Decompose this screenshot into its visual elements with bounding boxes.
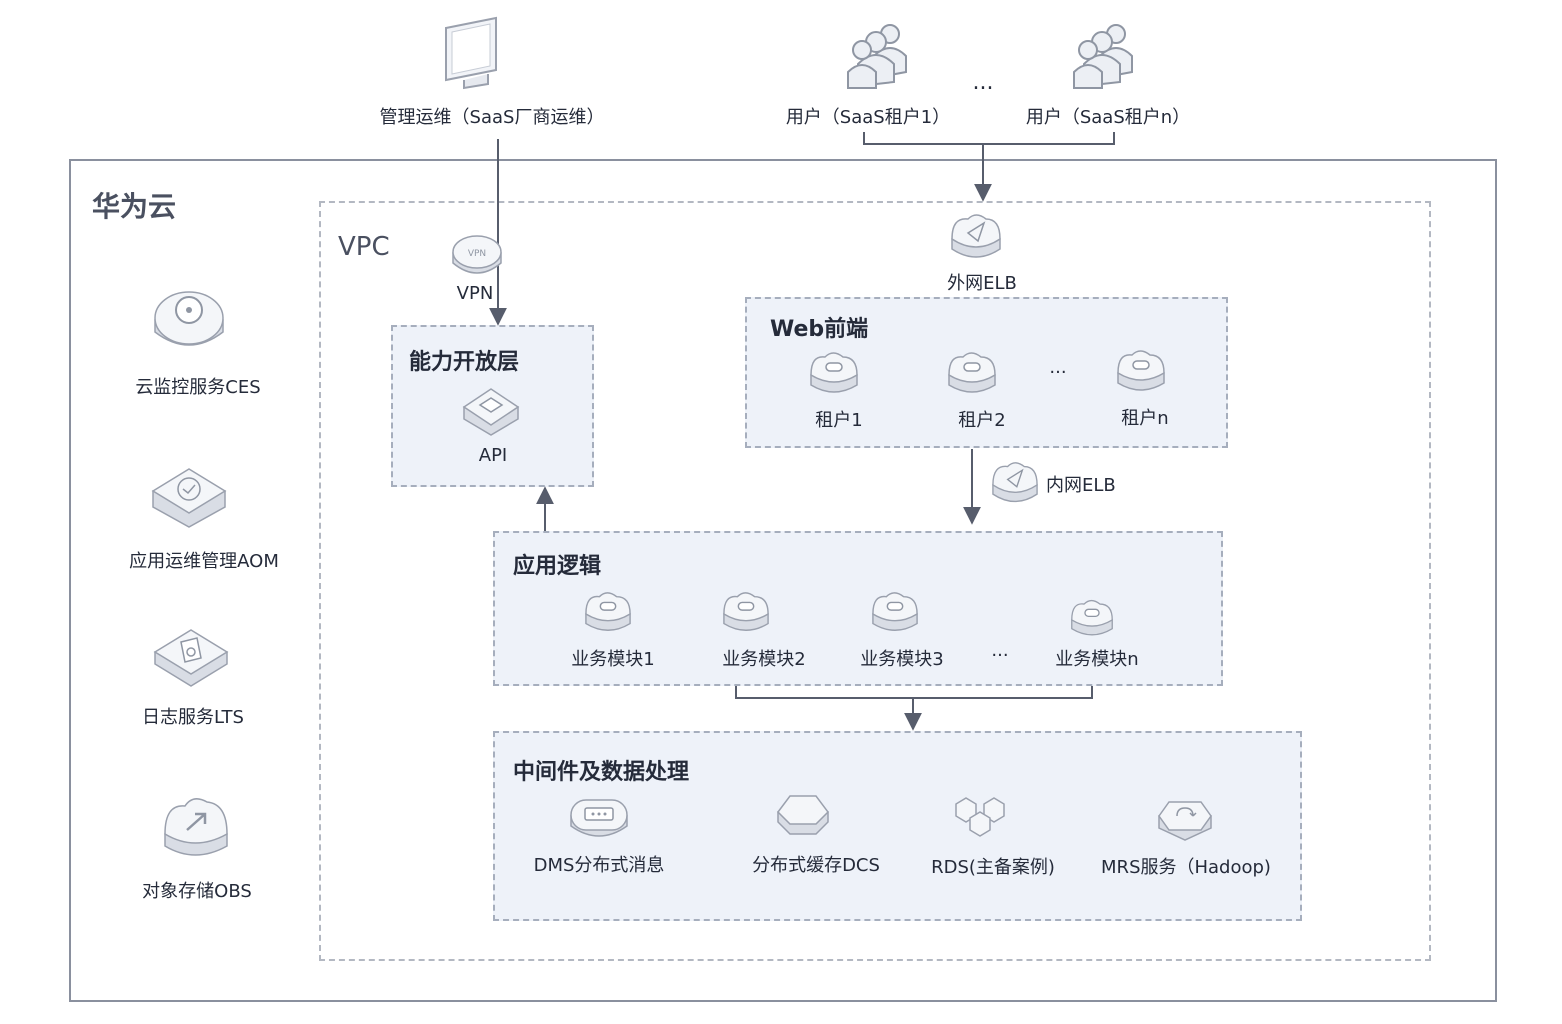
vpc-title: VPC bbox=[338, 232, 390, 262]
message-queue-icon bbox=[570, 799, 628, 837]
database-cluster-icon bbox=[955, 797, 1005, 837]
modulen-label: 业务模块n bbox=[1055, 649, 1139, 670]
lts-label: 日志服务LTS bbox=[142, 707, 244, 728]
ces-label: 云监控服务CES bbox=[135, 377, 261, 398]
users-icon bbox=[1073, 24, 1133, 89]
module2-label: 业务模块2 bbox=[722, 649, 806, 670]
server-icon bbox=[585, 592, 631, 631]
load-balancer-icon bbox=[992, 462, 1038, 503]
modules-ellipsis: ··· bbox=[991, 645, 1009, 666]
capability-layer-title: 能力开放层 bbox=[409, 350, 520, 375]
module3-label: 业务模块3 bbox=[860, 649, 944, 670]
rds-label: RDS(主备案例) bbox=[931, 857, 1055, 878]
api-gateway-icon bbox=[462, 388, 520, 436]
mrs-label: MRS服务（Hadoop) bbox=[1101, 857, 1271, 878]
load-balancer-icon bbox=[951, 214, 1001, 258]
vpc-boundary bbox=[319, 201, 1431, 961]
tenant1-label: 用户（SaaS租户1） bbox=[785, 107, 951, 128]
tenants-bracket bbox=[863, 132, 1115, 145]
server-icon bbox=[810, 352, 858, 393]
aom-label: 应用运维管理AOM bbox=[129, 551, 279, 572]
huawei-cloud-boundary bbox=[69, 159, 1497, 1002]
web-tenant2-label: 租户2 bbox=[958, 410, 1006, 431]
server-icon bbox=[1071, 599, 1113, 636]
svg-text:VPN: VPN bbox=[468, 249, 486, 259]
dms-label: DMS分布式消息 bbox=[533, 855, 665, 876]
internal-elb-label: 内网ELB bbox=[1046, 475, 1116, 496]
obs-label: 对象存储OBS bbox=[142, 881, 252, 902]
server-icon bbox=[1117, 350, 1165, 391]
server-icon bbox=[723, 592, 769, 631]
cache-icon bbox=[777, 795, 829, 835]
users-icon bbox=[847, 24, 907, 89]
monitor-icon bbox=[445, 16, 497, 90]
web-tenant1-label: 租户1 bbox=[815, 410, 863, 431]
app-logic-title: 应用逻辑 bbox=[513, 554, 602, 579]
users-ellipsis: ... bbox=[972, 70, 994, 95]
ops-label: 管理运维（SaaS厂商运维） bbox=[379, 107, 605, 128]
tenantn-label: 用户（SaaS租户n） bbox=[1025, 107, 1191, 128]
modules-bracket bbox=[735, 686, 1093, 699]
web-frontend-title: Web前端 bbox=[770, 317, 869, 342]
server-icon bbox=[872, 592, 918, 631]
dcs-label: 分布式缓存DCS bbox=[752, 855, 880, 876]
vpn-icon: VPN bbox=[452, 235, 502, 274]
cloud-monitor-icon bbox=[154, 291, 224, 346]
cloud-title: 华为云 bbox=[92, 190, 177, 223]
api-label: API bbox=[478, 445, 508, 466]
middleware-title: 中间件及数据处理 bbox=[513, 760, 690, 785]
module1-label: 业务模块1 bbox=[571, 649, 655, 670]
server-icon bbox=[948, 352, 996, 393]
log-service-icon bbox=[153, 629, 229, 687]
web-ellipsis: ··· bbox=[1049, 362, 1067, 383]
external-elb-label: 外网ELB bbox=[947, 273, 1017, 294]
app-ops-icon bbox=[151, 468, 227, 528]
web-tenantn-label: 租户n bbox=[1121, 408, 1169, 429]
mapreduce-icon bbox=[1158, 801, 1212, 841]
vpn-label: VPN bbox=[456, 283, 494, 304]
object-storage-icon bbox=[164, 798, 228, 856]
